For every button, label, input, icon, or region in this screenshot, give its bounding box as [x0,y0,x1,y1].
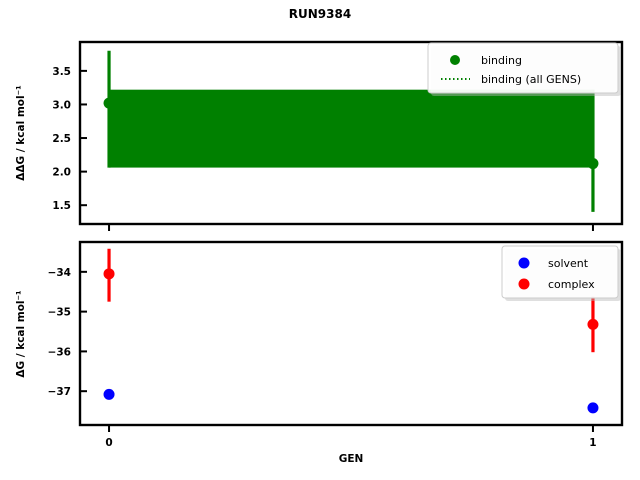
solvent-data-point [103,388,115,400]
bottom-panel-y-axis-label: ΔG / kcal mol⁻¹ [15,290,27,378]
bottom-panel-data [103,248,599,414]
top-panel-data [103,50,599,212]
legend-label-binding: binding [481,54,522,67]
legend-item-complex[interactable]: complex [518,278,596,291]
bottom-panel-x-axis-label: GEN [339,453,364,465]
top-panel-legend[interactable]: binding binding (all GENS) [427,42,621,96]
complex-marker-icon [518,278,530,290]
y-tick-label: 2.5 [52,133,71,145]
y-tick-label: −36 [48,346,71,358]
y-tick-label: 3.0 [52,99,71,111]
page-title: RUN9384 [289,7,351,21]
legend-background [427,42,619,94]
solvent-data-point [587,402,599,414]
y-tick-label: 2.0 [52,167,71,179]
legend-label-binding-all-gens: binding (all GENS) [481,73,581,86]
complex-data-point [587,318,599,330]
bottom-panel-frame [78,240,624,427]
top-panel-frame [78,40,624,226]
bottom-panel-y-ticks: −34 −35 −36 −37 [48,267,87,398]
solvent-marker-icon [518,257,530,269]
x-tick-label: 0 [105,437,112,449]
top-panel: 1.5 2.0 2.5 3.0 3.5 ΔΔG / kcal mol⁻¹ binding… [15,40,624,231]
binding-all-gens-band [109,89,593,168]
legend-label-complex: complex [548,278,595,291]
top-panel-x-ticks [108,224,594,231]
binding-marker-icon [450,55,460,65]
legend-label-solvent: solvent [548,257,589,270]
legend-item-binding[interactable]: binding [450,54,522,67]
y-tick-label: 1.5 [52,200,71,212]
y-tick-label: −37 [48,386,71,398]
bottom-panel-legend[interactable]: solvent complex [501,245,621,301]
complex-data-point [103,268,115,280]
top-panel-y-axis-label: ΔΔG / kcal mol⁻¹ [15,85,27,181]
legend-item-solvent[interactable]: solvent [518,257,589,270]
legend-background [501,245,619,299]
y-tick-label: −35 [48,307,71,319]
y-tick-label: 3.5 [52,66,71,78]
x-tick-label: 1 [589,437,596,449]
top-panel-y-ticks: 1.5 2.0 2.5 3.0 3.5 [52,66,87,212]
y-tick-label: −34 [48,267,71,279]
legend-item-binding-all-gens[interactable]: binding (all GENS) [441,73,581,86]
